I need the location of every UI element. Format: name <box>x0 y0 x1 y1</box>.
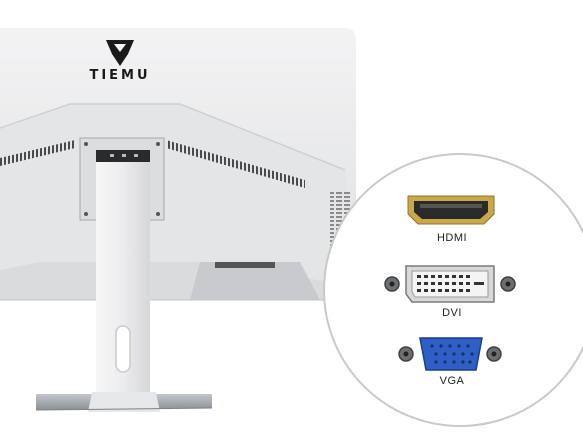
monitor-back-panel <box>0 28 356 301</box>
dvi-port-icon <box>384 265 516 303</box>
rear-port-cavity <box>190 262 320 300</box>
stand-base <box>35 392 213 412</box>
dvi-label: DVI <box>442 307 462 319</box>
stand-neck <box>96 150 150 400</box>
vent-grill-right <box>166 140 305 188</box>
tiemu-shield-logo-icon <box>106 40 134 66</box>
hdmi-label: HDMI <box>436 232 468 244</box>
vga-port-icon <box>398 337 502 371</box>
brand-name: TIEMU <box>89 68 151 83</box>
hdmi-port-icon <box>407 195 495 225</box>
vent-grill-left <box>0 140 75 166</box>
vga-label: VGA <box>439 375 465 387</box>
